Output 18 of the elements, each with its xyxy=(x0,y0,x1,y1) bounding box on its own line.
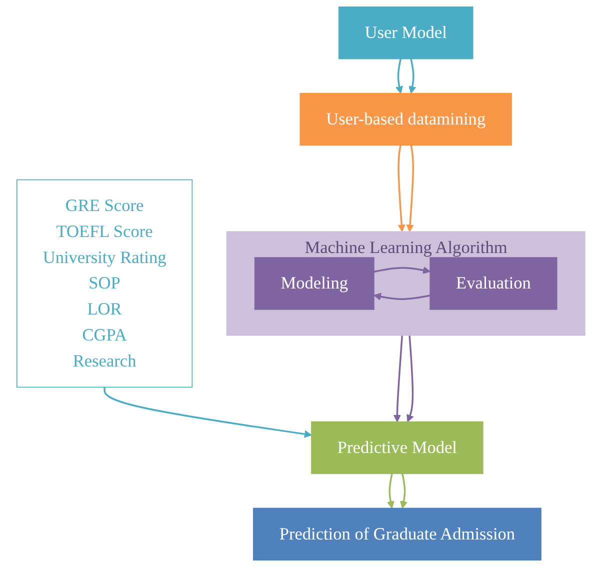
arrow xyxy=(406,335,414,422)
arrow xyxy=(104,387,312,438)
arrow xyxy=(400,473,408,509)
arrow xyxy=(398,145,406,232)
arrow xyxy=(374,266,431,274)
arrow xyxy=(396,58,404,94)
arrow xyxy=(374,292,430,300)
node-box: User-based datamining xyxy=(300,92,512,146)
node-box: User Model xyxy=(338,6,474,60)
node-box: GRE Score TOEFL Score University Rating SOP LOR CGPA Research xyxy=(16,179,193,388)
node-box: Modeling xyxy=(254,257,374,310)
arrow xyxy=(387,473,394,509)
arrow xyxy=(408,58,416,94)
node-box: Evaluation xyxy=(430,257,558,310)
node-box: Predictive Model xyxy=(311,421,484,474)
arrow xyxy=(406,145,414,232)
node-box: Prediction of Graduate Admission xyxy=(253,508,542,561)
arrow xyxy=(393,335,404,422)
